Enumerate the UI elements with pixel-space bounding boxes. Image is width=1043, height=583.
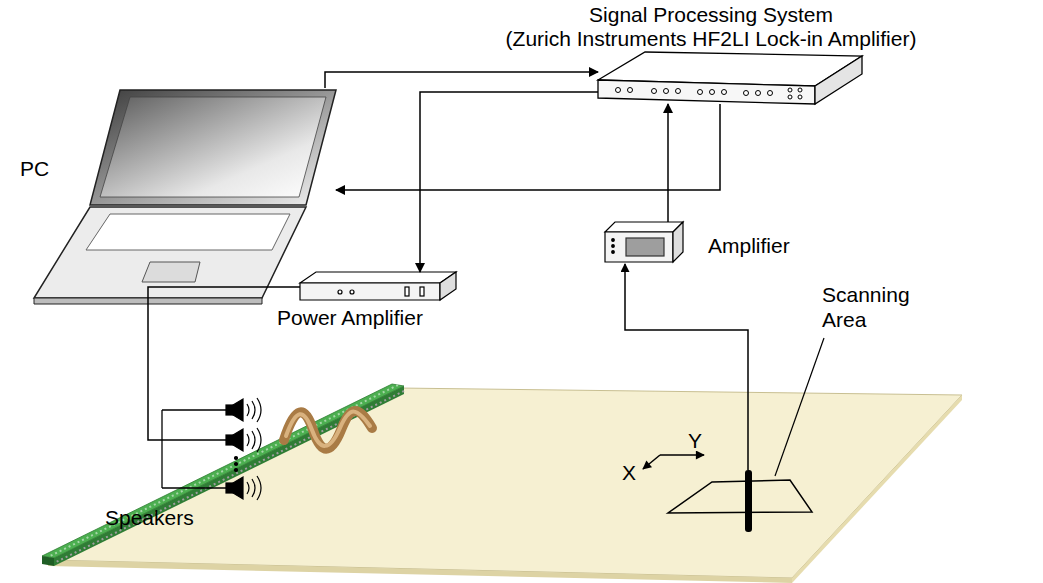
label-wrap: (Zurich Instruments HF2LI Lock-in Amplif…	[506, 26, 917, 51]
probe	[745, 470, 752, 532]
axis-label-wrap: Y	[688, 428, 702, 453]
device-label: Amplifier	[708, 233, 790, 258]
label-wrap: Speakers	[105, 505, 194, 530]
label-wrap: Amplifier	[708, 233, 790, 258]
signal-connector	[420, 92, 598, 272]
device-label: Speakers	[105, 505, 194, 530]
transducer-strip	[42, 384, 404, 566]
device-label: Signal Processing System	[589, 2, 833, 27]
label-wrap: Signal Processing System	[589, 2, 833, 27]
axis-label: X	[622, 460, 636, 485]
label-wrap: PC	[20, 156, 49, 181]
area-label-wrap: Scanning Area	[822, 282, 922, 332]
leader-line	[775, 338, 824, 476]
instrument-box: Signal Processing System(Zurich Instrume…	[598, 52, 862, 104]
axis-label: Y	[688, 428, 702, 453]
speaker-group: Speakers	[162, 398, 270, 500]
device-label: Power Amplifier	[277, 305, 423, 330]
lock-in-instrument	[598, 52, 862, 104]
axis-label-wrap: X	[622, 460, 636, 485]
speaker-icons	[226, 398, 261, 500]
signal-connector	[336, 104, 720, 190]
pc-laptop: PC	[10, 88, 336, 303]
amplifier-box: Amplifier	[605, 222, 683, 262]
area-label: Scanning Area	[822, 282, 922, 332]
device-label: (Zurich Instruments HF2LI Lock-in Amplif…	[506, 26, 917, 51]
axes	[643, 455, 704, 469]
speaker-wiring	[162, 410, 226, 488]
device-label: PC	[20, 156, 49, 181]
power-amplifier-device	[300, 272, 456, 300]
amplifier-device	[605, 222, 683, 262]
label-wrap: Power Amplifier	[277, 305, 423, 330]
power-amplifier-box: Power Amplifier	[300, 272, 456, 300]
probe-signal-wire	[625, 264, 748, 470]
sound-wave	[284, 411, 372, 449]
laptop-icon	[34, 90, 336, 304]
signal-connector	[325, 72, 598, 88]
scanning-area-outline	[668, 480, 812, 513]
signal-connector	[667, 104, 669, 222]
